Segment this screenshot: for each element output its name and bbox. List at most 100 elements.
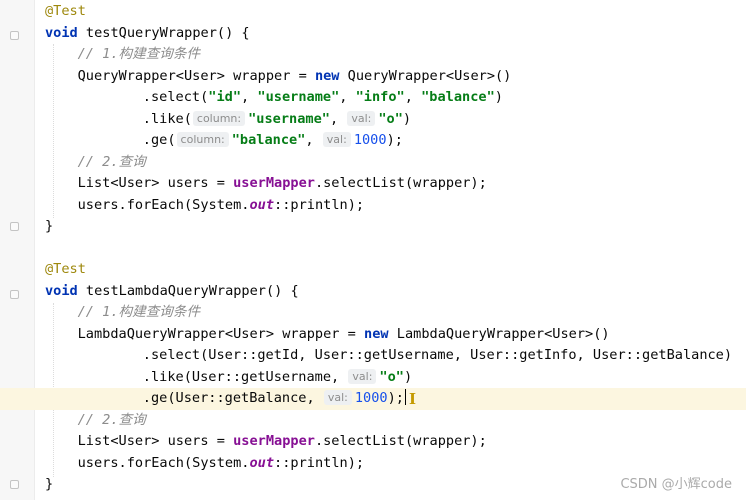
code-line-text: .ge(column:"balance", val:1000); <box>143 130 403 152</box>
code-token: "o" <box>379 368 404 385</box>
code-line-text: // 2.查询 <box>78 152 146 174</box>
code-token: .select( <box>142 89 209 105</box>
code-token: "info" <box>355 89 405 105</box>
fold-icon[interactable] <box>10 31 19 40</box>
code-token: ) <box>403 368 413 385</box>
code-token: @Test <box>45 3 86 19</box>
code-line-text: // 1.构建查询条件 <box>78 302 200 324</box>
code-line[interactable]: .select("id", "username", "info", "balan… <box>0 87 746 109</box>
code-line-text: QueryWrapper<User> wrapper = new QueryWr… <box>78 66 512 88</box>
code-line-text: List<User> users = userMapper.selectList… <box>78 431 487 453</box>
code-token: .like(User::getUsername, <box>142 368 348 385</box>
code-token: , <box>305 132 322 148</box>
code-line[interactable]: // 2.查询 <box>0 152 746 174</box>
code-token: userMapper <box>233 433 315 449</box>
code-token: , <box>339 89 356 105</box>
fold-icon[interactable] <box>10 290 19 299</box>
code-line[interactable]: // 1.构建查询条件 <box>0 302 746 324</box>
code-token: "username" <box>257 89 340 105</box>
code-line-text: .ge(User::getBalance, val:1000); <box>143 388 406 410</box>
code-line[interactable]: } <box>0 474 746 496</box>
code-line[interactable]: @Test <box>0 1 746 23</box>
code-line-text: .like(column:"username", val:"o") <box>143 109 411 131</box>
code-token: LambdaQueryWrapper<User> wrapper = <box>77 325 365 342</box>
code-token: testLambdaQueryWrapper() { <box>77 282 299 299</box>
code-token: List<User> users = <box>77 433 234 449</box>
code-line[interactable]: users.forEach(System.out::println); <box>0 195 746 217</box>
code-line[interactable]: @Test <box>0 259 746 281</box>
code-line-text: @Test <box>45 259 86 281</box>
parameter-hint: val: <box>348 368 377 384</box>
code-token: .selectList(wrapper); <box>314 433 487 449</box>
fold-icon[interactable] <box>10 222 19 231</box>
code-token: users.forEach(System. <box>77 454 250 471</box>
code-line[interactable]: List<User> users = userMapper.selectList… <box>0 431 746 453</box>
code-token: // 2.查询 <box>77 153 146 170</box>
code-line[interactable] <box>0 238 746 260</box>
code-token: List<User> users = <box>77 175 234 191</box>
code-line[interactable]: } <box>0 216 746 238</box>
code-token: ::println); <box>274 454 365 471</box>
code-line[interactable]: // 2.查询 <box>0 410 746 432</box>
code-token: 1000 <box>353 132 387 148</box>
code-token: // 1.构建查询条件 <box>77 304 201 320</box>
code-token: void <box>45 24 78 41</box>
code-token: void <box>45 282 78 299</box>
code-token: 1000 <box>354 390 388 406</box>
code-token: out <box>249 454 275 471</box>
code-line[interactable]: // 1.构建查询条件 <box>0 44 746 66</box>
code-token: testQueryWrapper() { <box>77 24 250 41</box>
parameter-hint: column: <box>176 132 229 147</box>
text-cursor-icon: I <box>409 390 417 408</box>
code-token: // 2.查询 <box>77 411 146 428</box>
code-line[interactable]: users.forEach(System.out::println); <box>0 453 746 475</box>
code-token: } <box>45 218 54 234</box>
code-line[interactable]: void testLambdaQueryWrapper() { <box>0 281 746 303</box>
code-line-text: void testQueryWrapper() { <box>45 23 250 45</box>
parameter-hint: column: <box>192 110 246 126</box>
code-token: , <box>404 89 422 105</box>
code-line-text: .like(User::getUsername, val:"o") <box>143 367 412 389</box>
code-token: ::println); <box>274 196 365 213</box>
code-line-text: LambdaQueryWrapper<User> wrapper = new L… <box>78 324 610 346</box>
code-token: userMapper <box>233 175 315 191</box>
code-token: new <box>364 325 389 342</box>
indent-guide <box>53 44 54 218</box>
code-line-text: } <box>45 474 53 496</box>
code-token: ) <box>494 89 503 105</box>
code-token: QueryWrapper<User>() <box>339 67 512 84</box>
code-token: "id" <box>208 89 242 105</box>
code-token: ) <box>402 110 412 127</box>
fold-icon[interactable] <box>10 480 19 489</box>
code-line-text: .select("id", "username", "info", "balan… <box>143 87 503 109</box>
code-token: .ge(User::getBalance, <box>142 390 323 406</box>
code-line[interactable]: .ge(column:"balance", val:1000); <box>0 130 746 152</box>
code-token: "balance" <box>421 89 495 105</box>
code-token: , <box>241 89 258 105</box>
code-token: users.forEach(System. <box>77 196 250 213</box>
code-line[interactable]: .ge(User::getBalance, val:1000); <box>0 388 746 410</box>
code-line[interactable]: .like(column:"username", val:"o") <box>0 109 746 131</box>
code-line[interactable]: LambdaQueryWrapper<User> wrapper = new L… <box>0 324 746 346</box>
editor-gutter <box>0 0 35 500</box>
code-token: } <box>45 476 54 492</box>
code-line[interactable]: List<User> users = userMapper.selectList… <box>0 173 746 195</box>
code-token: ); <box>386 132 403 148</box>
code-line-text: users.forEach(System.out::println); <box>78 453 364 475</box>
code-line[interactable]: .like(User::getUsername, val:"o") <box>0 367 746 389</box>
code-token: QueryWrapper<User> wrapper = <box>77 67 315 84</box>
code-line-text: List<User> users = userMapper.selectList… <box>78 173 487 195</box>
code-token: LambdaQueryWrapper<User>() <box>388 325 610 342</box>
code-token: "username" <box>248 110 330 127</box>
code-token: .like( <box>142 110 192 127</box>
code-token: .selectList(wrapper); <box>314 175 487 191</box>
code-line[interactable]: QueryWrapper<User> wrapper = new QueryWr… <box>0 66 746 88</box>
code-line-text: users.forEach(System.out::println); <box>78 195 364 217</box>
watermark: CSDN @小辉code <box>620 477 732 492</box>
code-token: new <box>314 67 340 84</box>
parameter-hint: val: <box>323 390 352 405</box>
code-line[interactable]: .select(User::getId, User::getUsername, … <box>0 345 746 367</box>
code-line-text: .select(User::getId, User::getUsername, … <box>143 345 732 367</box>
code-line[interactable]: void testQueryWrapper() { <box>0 23 746 45</box>
